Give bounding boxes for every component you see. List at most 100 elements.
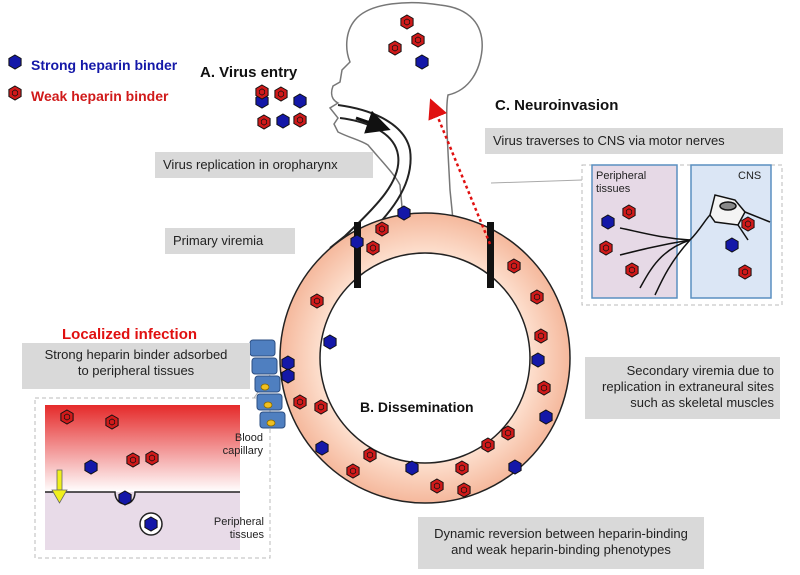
weak-binder-virus — [8, 85, 22, 101]
weak-binder-virus — [293, 112, 307, 128]
weak-binder-virus-core — [540, 384, 548, 392]
weak-binder-virus-core — [504, 429, 512, 437]
weak-binder-virus — [457, 482, 471, 498]
weak-binder-virus — [738, 264, 752, 280]
weak-binder-virus-core — [460, 486, 468, 494]
weak-binder-virus-core — [63, 413, 71, 421]
weak-binder-virus — [501, 425, 515, 441]
strong-binder-virus — [531, 352, 545, 368]
capillary-inset-frame — [34, 397, 271, 559]
weak-binder-virus-core — [403, 18, 411, 26]
inset-peripheral-lower-line-2: tissues — [229, 529, 264, 541]
weak-binder-virus-core — [484, 441, 492, 449]
weak-binder-virus — [363, 447, 377, 463]
barrier-right — [487, 222, 494, 288]
weak-binder-virus-core — [11, 89, 19, 97]
adsorption-arrow-shaft — [56, 469, 63, 491]
weak-binder-virus-core — [537, 332, 545, 340]
weak-binder-virus-core — [258, 88, 266, 96]
strong-binder-virus — [405, 460, 419, 476]
weak-binder-virus — [60, 409, 74, 425]
strong-binder-virus — [118, 490, 132, 506]
circulation-ring-inner — [319, 252, 531, 464]
blood-capillary-region — [45, 405, 240, 492]
strong-binder-virus — [84, 459, 98, 475]
weak-binder-virus-core — [349, 467, 357, 475]
inset-blood-line-2: capillary — [222, 445, 263, 457]
weak-binder-virus — [507, 258, 521, 274]
weak-binder-virus-core — [296, 116, 304, 124]
weak-binder-virus — [411, 32, 425, 48]
weak-binder-virus — [530, 289, 544, 305]
inset-peripheral-tissues-label: Peripheral tissues — [596, 170, 646, 196]
barrier-left — [354, 222, 361, 288]
weak-binder-virus — [388, 40, 402, 56]
box-adsorbed-line-1: Strong heparin binder adsorbed — [44, 347, 228, 362]
inset-blood-line-1: Blood — [234, 432, 263, 444]
weak-binder-virus — [105, 414, 119, 430]
weak-binder-virus-core — [313, 297, 321, 305]
weak-binder-virus — [599, 240, 613, 256]
strong-binder-virus — [323, 334, 337, 350]
strong-binder-virus — [144, 516, 158, 532]
virus-particles — [8, 14, 755, 532]
weak-binder-virus-core — [296, 398, 304, 406]
inset-peripheral-line-2: tissues — [596, 183, 631, 195]
box-reversion-line-2: and weak heparin-binding phenotypes — [451, 542, 671, 557]
box-secondary-line-2: replication in extraneural sites — [602, 379, 774, 394]
inset-peripheral-tissues-lower-label: Peripheral tissues — [202, 516, 264, 542]
weak-binder-virus — [274, 86, 288, 102]
box-motor-nerves: Virus traverses to CNS via motor nerves — [485, 128, 783, 154]
inset-connector — [490, 179, 583, 184]
weak-binder-virus-core — [369, 244, 377, 252]
weak-binder-virus — [622, 204, 636, 220]
weak-binder-virus-core — [378, 225, 386, 233]
box-oropharynx: Virus replication in oropharynx — [155, 152, 373, 178]
weak-binder-virus — [126, 452, 140, 468]
strong-binder-virus — [350, 234, 364, 250]
box-secondary-line-3: such as skeletal muscles — [630, 395, 774, 410]
strong-binder-virus — [539, 409, 553, 425]
strong-binder-virus — [276, 113, 290, 129]
weak-binder-virus-core — [414, 36, 422, 44]
weak-binder-virus-core — [625, 208, 633, 216]
weak-binder-virus-core — [148, 454, 156, 462]
weak-binder-virus-core — [391, 44, 399, 52]
weak-binder-virus — [481, 437, 495, 453]
inset-peripheral-lower-line-1: Peripheral — [213, 516, 264, 528]
box-reversion: Dynamic reversion between heparin-bindin… — [418, 517, 704, 569]
box-secondary-line-1: Secondary viremia due to — [626, 363, 774, 378]
weak-binder-virus — [375, 221, 389, 237]
section-localized-infection: Localized infection — [62, 326, 198, 343]
weak-binder-virus-core — [458, 464, 466, 472]
strong-binder-virus — [8, 54, 22, 70]
box-primary-viremia: Primary viremia — [165, 228, 295, 254]
cns-inset-frame — [581, 164, 783, 306]
strong-binder-virus — [281, 368, 295, 384]
weak-binder-virus — [255, 84, 269, 100]
weak-binder-virus — [400, 14, 414, 30]
cns-panel — [690, 164, 772, 299]
box-motor-nerves-text: Virus traverses to CNS via motor nerves — [493, 133, 725, 148]
box-secondary-viremia: Secondary viremia due to replication in … — [585, 357, 780, 419]
weak-binder-virus-core — [628, 266, 636, 274]
legend-weak-label: Weak heparin binder — [31, 88, 169, 104]
weak-binder-virus-core — [744, 220, 752, 228]
legend-strong-label: Strong heparin binder — [31, 57, 178, 73]
weak-binder-virus — [346, 463, 360, 479]
inset-cns-label: CNS — [738, 170, 762, 182]
box-primary-viremia-text: Primary viremia — [173, 233, 264, 248]
strong-binder-virus — [601, 214, 615, 230]
head-outline — [328, 1, 483, 241]
weak-binder-virus-core — [741, 268, 749, 276]
inset-peripheral-line-1: Peripheral — [596, 170, 647, 182]
strong-binder-virus — [315, 440, 329, 456]
box-reversion-line-1: Dynamic reversion between heparin-bindin… — [434, 526, 688, 541]
weak-binder-virus-core — [129, 456, 137, 464]
weak-binder-virus-core — [433, 482, 441, 490]
entry-arrow — [355, 110, 391, 134]
strong-binder-virus — [725, 237, 739, 253]
section-neuroinvasion: C. Neuroinvasion — [495, 97, 619, 114]
neuron — [619, 194, 771, 296]
strong-binder-virus — [281, 355, 295, 371]
